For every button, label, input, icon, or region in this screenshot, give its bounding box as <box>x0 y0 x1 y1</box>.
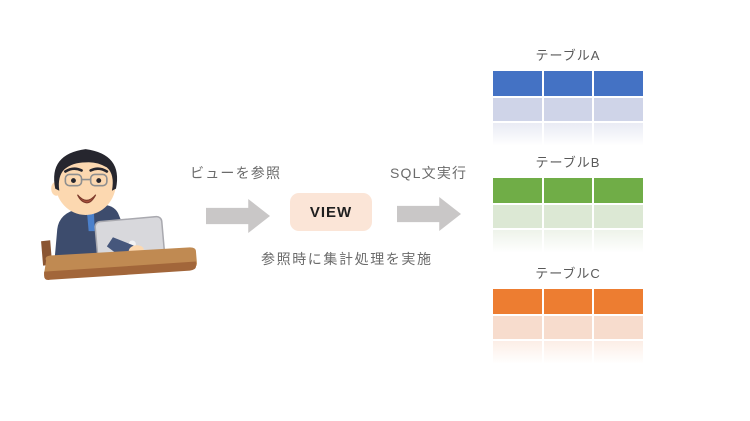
table-block: テーブルC <box>493 265 643 364</box>
table-data-cell <box>594 98 643 121</box>
person-face <box>55 150 116 215</box>
person-mouth <box>77 194 97 204</box>
table-data-cell <box>493 98 542 121</box>
table-data-cell <box>543 230 593 253</box>
table-data-cell <box>493 205 542 228</box>
table-grid <box>493 178 643 253</box>
table-header-cell <box>594 71 643 96</box>
table-data-cell <box>594 316 643 339</box>
table-data-cell <box>493 230 542 253</box>
table-data-cell <box>493 341 542 364</box>
table-header-cell <box>594 178 643 203</box>
table-grid <box>493 289 643 364</box>
table-grid <box>493 71 643 146</box>
step1-label: ビューを参照 <box>190 165 282 181</box>
table-title: テーブルA <box>535 48 601 63</box>
table-data-cell <box>594 123 643 146</box>
desk-edge <box>44 261 196 280</box>
step2-label: SQL文実行 <box>390 165 468 181</box>
table-header-cell <box>493 178 542 203</box>
table-data-cell <box>543 341 593 364</box>
person-at-laptop-icon <box>41 149 197 280</box>
table-header-cell <box>543 178 593 203</box>
table-title: テーブルB <box>535 155 601 170</box>
table-header-cell <box>493 289 542 314</box>
table-header-cell <box>493 71 542 96</box>
table-data-cell <box>594 230 643 253</box>
view-box: VIEW <box>290 193 372 231</box>
view-note: 参照時に集計処理を実施 <box>261 251 433 267</box>
person-eyebrow <box>89 167 109 173</box>
table-data-cell <box>493 123 542 146</box>
view-box-label: VIEW <box>309 203 353 221</box>
table-data-cell <box>543 205 593 228</box>
table-data-cell <box>493 316 542 339</box>
table-block: テーブルA <box>493 47 643 146</box>
table-block: テーブルB <box>493 154 643 253</box>
person-hair <box>54 149 118 191</box>
table-header-cell <box>543 71 593 96</box>
table-header-cell <box>594 289 643 314</box>
table-data-cell <box>543 316 593 339</box>
person-eye <box>71 178 76 183</box>
person-eyebrow <box>64 167 83 173</box>
table-data-cell <box>594 341 643 364</box>
table-data-cell <box>543 98 593 121</box>
person-eye <box>96 178 102 183</box>
table-data-cell <box>594 205 643 228</box>
table-header-cell <box>543 289 593 314</box>
table-title: テーブルC <box>535 266 601 281</box>
table-data-cell <box>543 123 593 146</box>
